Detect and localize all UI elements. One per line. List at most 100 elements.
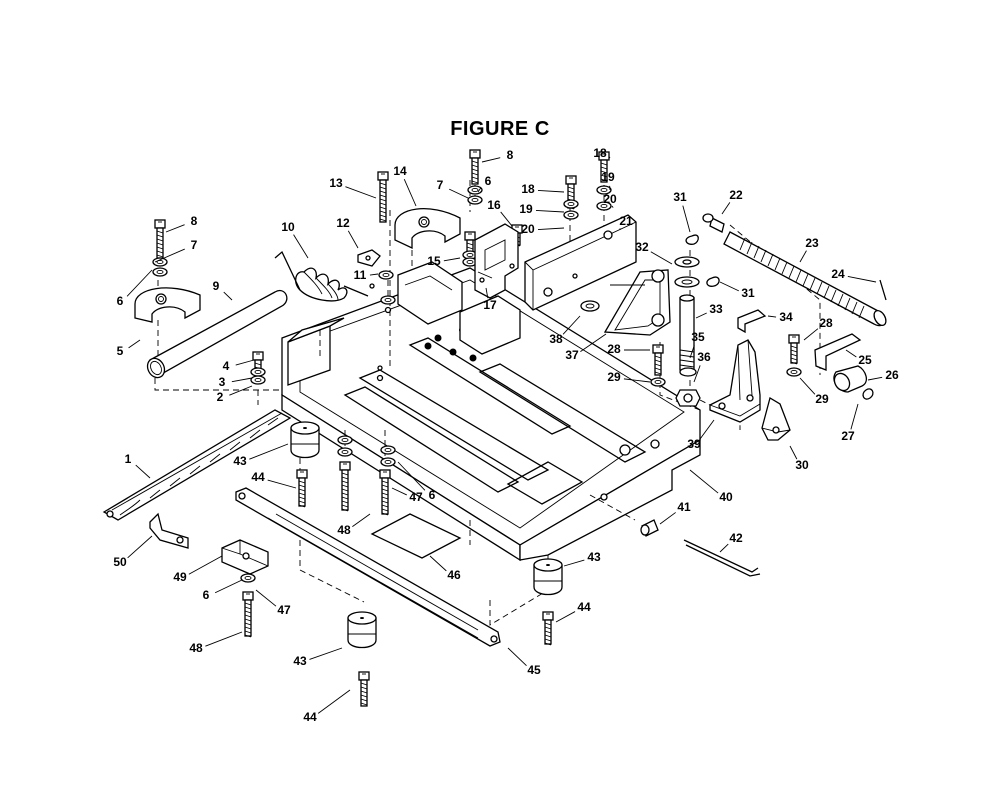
callout-c18a: 18 [521, 182, 535, 196]
washer [240, 573, 256, 583]
leader-c6a [126, 269, 153, 297]
callout-c48b: 48 [189, 641, 203, 655]
callout-c14: 14 [393, 164, 407, 178]
leader-c3 [231, 377, 253, 383]
leader-c18a [537, 189, 565, 193]
leader-c38 [562, 315, 581, 335]
leader-c12 [347, 230, 359, 249]
leader-c19a [535, 209, 565, 213]
leader-c8b [481, 157, 501, 163]
part-lead-screw [702, 213, 887, 327]
callout-c50: 50 [113, 555, 127, 569]
washer [337, 435, 353, 445]
part-lever-arm [603, 269, 671, 336]
leader-c13 [345, 186, 377, 199]
leader-c7b [448, 188, 469, 199]
washer [596, 185, 612, 195]
leader-c23 [799, 250, 807, 263]
leader-c29a [623, 378, 651, 383]
leader-c24 [847, 276, 877, 283]
part-upright-support [709, 339, 761, 423]
callout-c22: 22 [729, 188, 743, 202]
leader-c15 [443, 257, 461, 262]
screw [464, 231, 476, 254]
callout-c1: 1 [125, 452, 132, 466]
callout-c37: 37 [565, 348, 579, 362]
washer [380, 295, 396, 305]
callout-c31a: 31 [673, 190, 687, 204]
callout-c7b: 7 [437, 178, 444, 192]
callout-c17: 17 [483, 298, 497, 312]
screw [296, 469, 308, 508]
callout-c26: 26 [885, 368, 899, 382]
washer [786, 367, 802, 377]
callout-c44b: 44 [577, 600, 591, 614]
callout-c42: 42 [729, 531, 743, 545]
rubber-feet [290, 421, 563, 649]
callout-labels: 1234566667788910111213141516171818191920… [113, 146, 899, 724]
leader-c41 [659, 512, 676, 525]
leader-c46 [429, 555, 447, 572]
leader-c39 [699, 419, 715, 440]
washer [250, 367, 266, 377]
leader-c44b [555, 611, 576, 623]
callout-c34: 34 [779, 310, 793, 324]
leader-c42 [719, 543, 729, 553]
washer [467, 185, 483, 195]
callout-c31b: 31 [741, 286, 755, 300]
leader-c40 [689, 469, 719, 494]
leader-c20a [537, 227, 565, 231]
callout-c8a: 8 [191, 214, 198, 228]
callout-c40: 40 [719, 490, 733, 504]
part-bracket-17 [474, 223, 519, 299]
washer [378, 270, 394, 280]
callout-c28a: 28 [607, 342, 621, 356]
screw [652, 344, 664, 376]
callout-c32: 32 [635, 240, 649, 254]
leader-c36 [693, 365, 701, 383]
screws-and-washers [152, 149, 802, 707]
callout-c23: 23 [805, 236, 819, 250]
screw [339, 461, 351, 512]
leader-c43c [309, 647, 343, 660]
callout-c19b: 19 [601, 170, 615, 184]
leader-c43b [563, 559, 585, 567]
part-pivot-pin [580, 234, 720, 407]
leader-c25 [845, 349, 857, 358]
callout-c35: 35 [691, 330, 705, 344]
callout-c9: 9 [213, 279, 220, 293]
leader-c22 [721, 202, 731, 215]
leader-c2 [229, 385, 253, 396]
part-crank-handle [814, 333, 874, 400]
screw [788, 334, 800, 365]
washer [467, 195, 483, 205]
leader-c44c [317, 689, 351, 714]
screw [377, 171, 389, 223]
callout-c38: 38 [549, 332, 563, 346]
leader-c48b [205, 631, 243, 647]
callout-c6c: 6 [429, 488, 436, 502]
callout-c21: 21 [619, 214, 633, 228]
part-bracket-50 [149, 512, 189, 549]
callout-c43b: 43 [587, 550, 601, 564]
callout-c29b: 29 [815, 392, 829, 406]
screw [598, 151, 610, 183]
leader-c43a [249, 443, 289, 460]
leader-c26 [867, 376, 883, 381]
washer [250, 375, 266, 385]
leader-c44a [267, 479, 297, 489]
part-pin [640, 519, 659, 537]
leader-c16 [500, 211, 513, 227]
washer [563, 199, 579, 209]
washer [650, 377, 666, 387]
callout-c25: 25 [858, 353, 872, 367]
callout-c43c: 43 [293, 654, 307, 668]
leader-c6b [477, 187, 482, 193]
callout-c29a: 29 [607, 370, 621, 384]
callout-c47b: 47 [277, 603, 291, 617]
callout-c44c: 44 [303, 710, 317, 724]
leader-c27 [850, 403, 859, 430]
callout-c48a: 48 [337, 523, 351, 537]
callout-c10: 10 [281, 220, 295, 234]
